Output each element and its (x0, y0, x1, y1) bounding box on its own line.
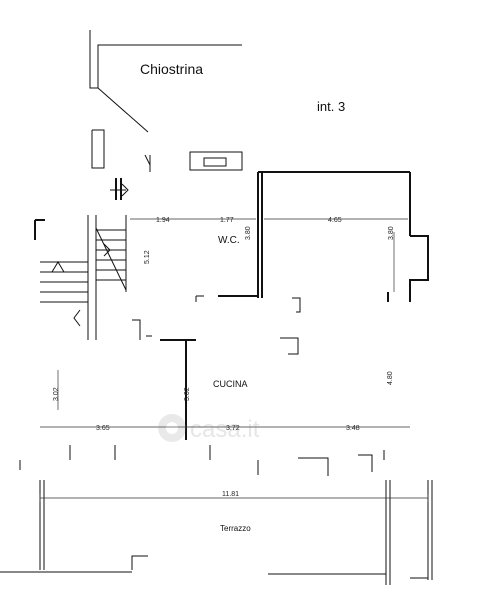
dimension-lines (39, 218, 429, 502)
dimension-label: 3.80 (388, 226, 395, 240)
interior-walls (132, 171, 429, 440)
dimension-label: 4.65 (328, 217, 342, 224)
watermark-text: casa.it (190, 416, 260, 443)
staircase (40, 215, 127, 340)
facade-walls (19, 445, 385, 476)
terrazzo-label: Terrazzo (220, 524, 251, 533)
chiostrina-label: Chiostrina (140, 61, 203, 77)
wc-label: W.C. (218, 235, 240, 246)
dimension-label: 3.48 (346, 425, 360, 432)
unit-label: int. 3 (317, 99, 345, 114)
dimension-label: 3.72 (226, 425, 240, 432)
dimension-label: 3.02 (184, 387, 191, 401)
dimension-label: 3.80 (245, 226, 252, 240)
dimension-label: 1.77 (220, 217, 234, 224)
stair-arrow-icon (110, 178, 129, 200)
dimension-label: 3.02 (53, 387, 60, 401)
dimension-label: 4.80 (387, 371, 394, 385)
terrace-walls (0, 480, 433, 585)
chiostrina-walls (89, 30, 242, 133)
dimension-label: 1.94 (156, 217, 170, 224)
cucina-label: CUCINA (213, 379, 248, 389)
dimension-label: 11.81 (222, 491, 239, 498)
watermark: casa.it (158, 414, 260, 443)
left-walls (34, 129, 243, 240)
dimension-label: 5.12 (144, 250, 151, 264)
dimension-label: 3.65 (96, 425, 110, 432)
